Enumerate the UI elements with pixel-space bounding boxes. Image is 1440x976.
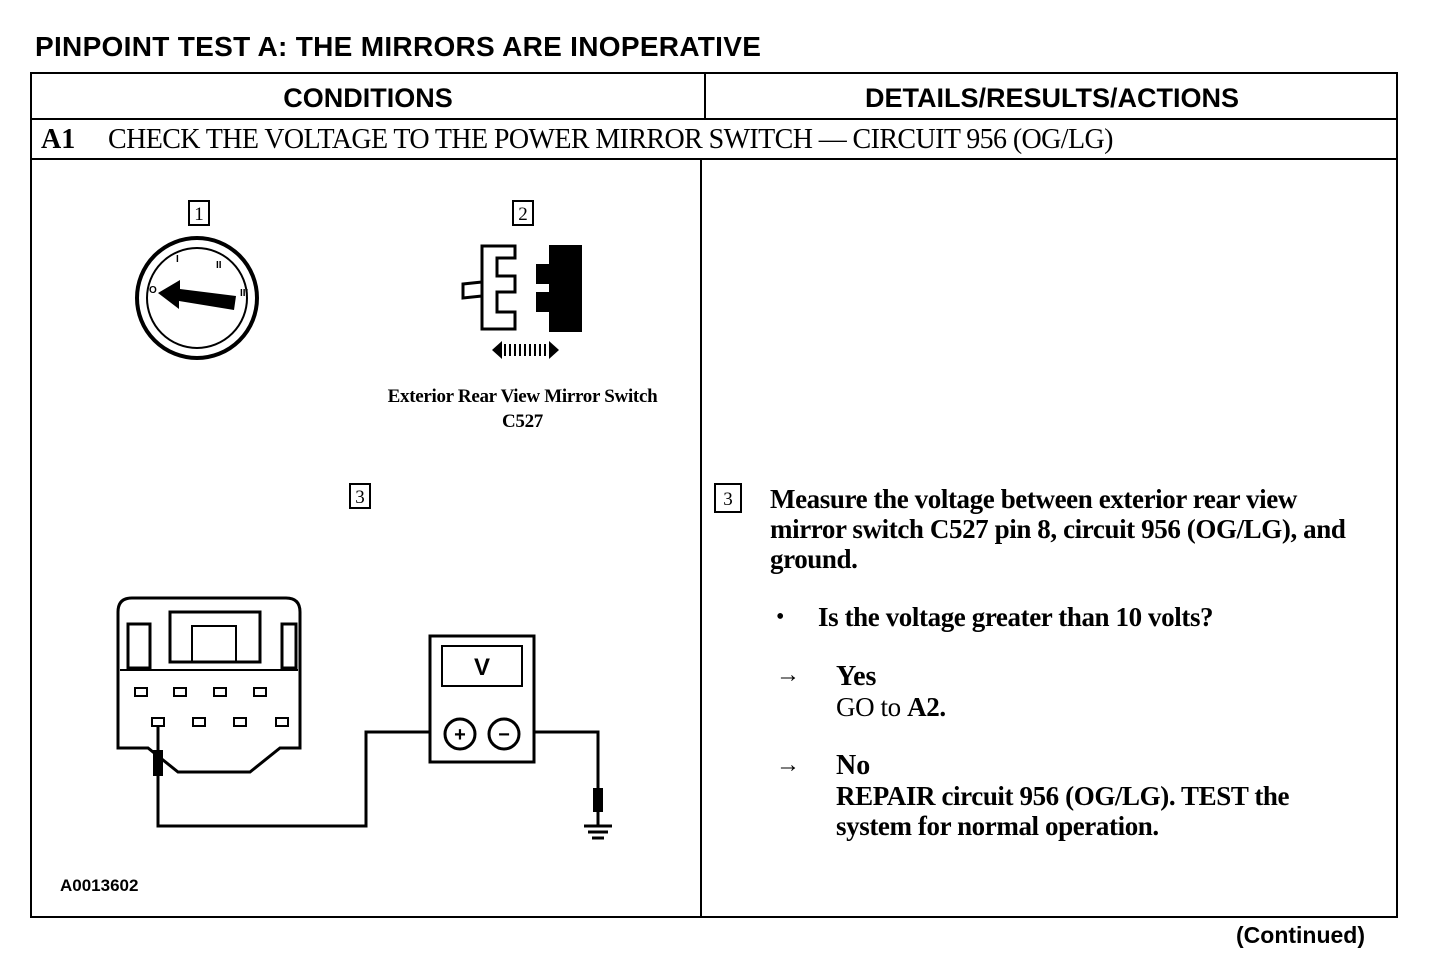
yes-action: GO to A2.	[836, 692, 1356, 722]
yes-arrow: →	[776, 662, 800, 688]
meter-v-label: V	[474, 654, 490, 681]
continued-note: (Continued)	[1236, 922, 1366, 948]
ignition-label-acc: I	[176, 254, 179, 265]
voltmeter-icon: V + −	[428, 634, 536, 764]
meter-minus-label: −	[498, 724, 510, 746]
ignition-label-off: O	[149, 285, 157, 296]
no-label: No	[836, 750, 871, 781]
step-title: CHECK THE VOLTAGE TO THE POWER MIRROR SW…	[108, 124, 1113, 155]
mirror-switch-connector-icon	[461, 244, 582, 359]
table-header-row: CONDITIONS DETAILS/RESULTS/ACTIONS	[32, 74, 1396, 120]
test-lead-wiring	[156, 726, 600, 828]
yes-action-suffix: .	[939, 692, 946, 722]
switch-caption: Exterior Rear View Mirror Switch C527	[360, 384, 685, 434]
figure-code: A0013602	[60, 876, 139, 895]
yes-label: Yes	[836, 661, 877, 692]
pinpoint-test-table: CONDITIONS DETAILS/RESULTS/ACTIONS A1 CH…	[30, 72, 1398, 918]
no-action: REPAIR circuit 956 (OG/LG). TEST the sys…	[836, 781, 1290, 841]
page-title: PINPOINT TEST A: THE MIRRORS ARE INOPERA…	[35, 31, 762, 62]
ignition-label-start: III	[240, 288, 249, 299]
step-row: A1 CHECK THE VOLTAGE TO THE POWER MIRROR…	[32, 120, 1396, 160]
step-id: A1	[41, 124, 76, 155]
callout-1: 1	[188, 200, 210, 226]
ignition-switch-icon: O I II III	[135, 236, 259, 360]
switch-connector-face-icon	[116, 596, 302, 774]
callout-3: 3	[349, 483, 371, 509]
ground-probe-icon	[593, 788, 603, 812]
switch-caption-connector: C527	[501, 411, 544, 432]
ground-symbol-icon	[584, 812, 612, 840]
conditions-diagram: O I II III	[116, 236, 612, 840]
details-header: DETAILS/RESULTS/ACTIONS	[864, 83, 1239, 113]
no-arrow: →	[776, 752, 800, 778]
meter-plus-label: +	[454, 724, 466, 746]
details-callout-3: 3	[714, 483, 742, 513]
test-question: Is the voltage greater than 10 volts?	[818, 602, 1214, 632]
conditions-header: CONDITIONS	[32, 74, 706, 118]
back-probe-icon	[153, 750, 163, 776]
yes-action-target: A2	[907, 692, 940, 722]
switch-caption-name: Exterior Rear View Mirror Switch	[387, 386, 658, 407]
ignition-label-run: II	[216, 260, 222, 271]
yes-action-prefix: GO to	[836, 692, 908, 722]
question-bullet: •	[776, 604, 785, 630]
callout-2: 2	[512, 200, 534, 226]
column-divider	[700, 160, 702, 916]
measure-instruction: Measure the voltage between exterior rea…	[770, 484, 1346, 574]
